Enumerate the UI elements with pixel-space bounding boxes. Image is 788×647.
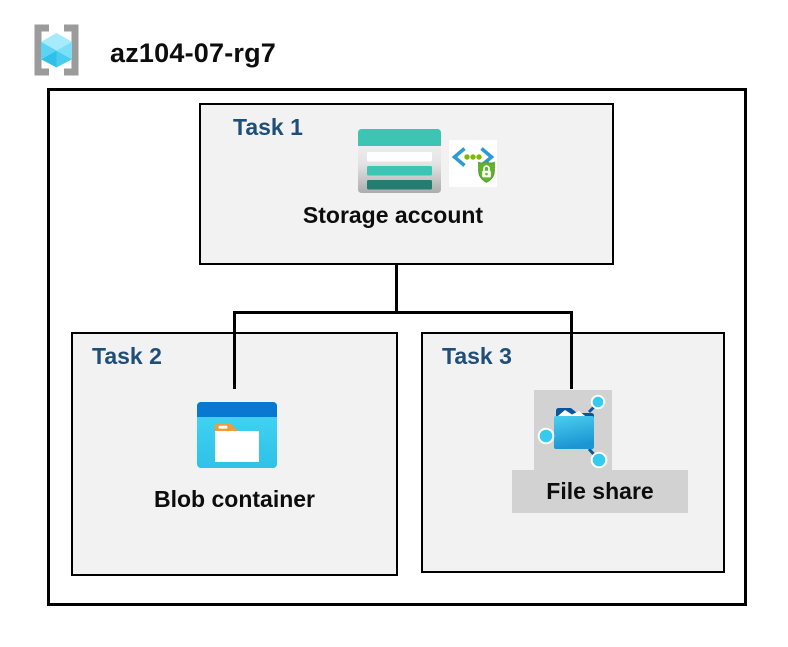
resource-group-icon xyxy=(34,24,79,76)
task1-box: Task 1 xyxy=(199,103,614,265)
storage-account-icon xyxy=(358,129,441,193)
file-share-label: File share xyxy=(546,478,654,504)
secure-endpoint-lock-icon xyxy=(449,140,497,187)
resource-group-header: az104-07-rg7 xyxy=(28,22,276,78)
connector-to-task3 xyxy=(570,311,573,389)
connector-task1-stem xyxy=(395,265,398,313)
task2-label: Task 2 xyxy=(92,343,162,369)
task3-label: Task 3 xyxy=(442,343,512,369)
file-share-label-highlight: File share xyxy=(512,470,688,513)
task1-label: Task 1 xyxy=(233,114,303,140)
resource-group-title: az104-07-rg7 xyxy=(110,37,276,68)
connector-to-task2 xyxy=(233,311,236,389)
blob-container-icon xyxy=(197,402,277,468)
task3-box: Task 3 File shar xyxy=(421,332,725,573)
file-share-icon xyxy=(537,394,608,469)
connector-branch-horizontal xyxy=(233,311,573,314)
file-share-icon-highlight xyxy=(534,390,612,471)
blob-container-label: Blob container xyxy=(153,486,315,512)
storage-account-label: Storage account xyxy=(302,202,484,228)
